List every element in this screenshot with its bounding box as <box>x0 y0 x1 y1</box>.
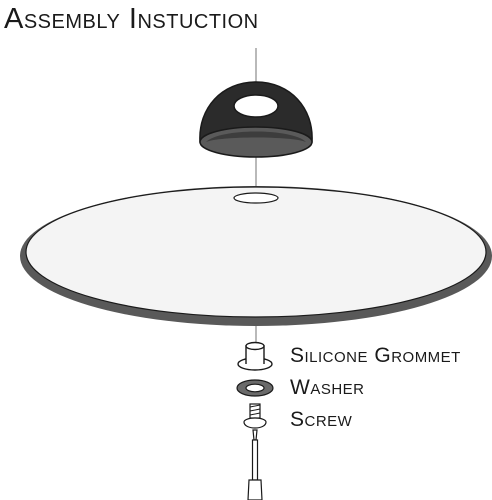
label-screw: Screw <box>290 408 353 431</box>
label-silicone-grommet: Silicone Grommet <box>290 344 461 367</box>
lampshade-disc-icon <box>20 186 492 326</box>
diagram-title: Assembly Instuction <box>4 3 259 35</box>
grommet-icon <box>237 341 273 371</box>
screw-icon <box>243 403 267 429</box>
washer-icon <box>236 379 274 397</box>
lamp-canopy-icon <box>199 81 313 158</box>
screwdriver-icon <box>247 429 263 500</box>
label-washer: Washer <box>290 376 365 399</box>
